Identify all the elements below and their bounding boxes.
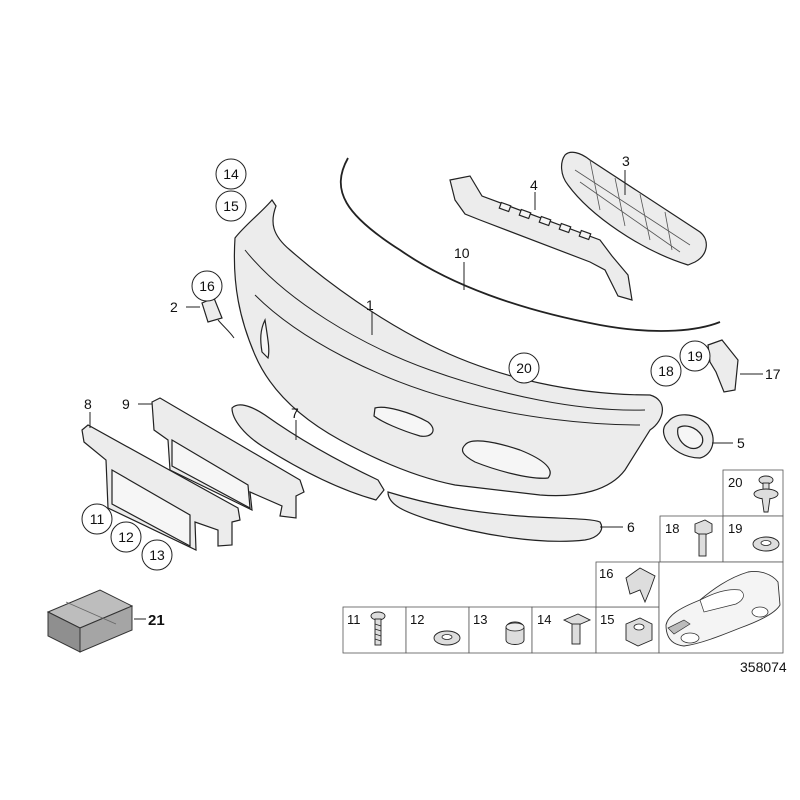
callout-3: 3 — [622, 153, 630, 169]
callout-11: 11 — [90, 511, 105, 527]
callout-17: 17 — [765, 366, 781, 382]
callout-8: 8 — [84, 396, 92, 412]
grid-label-11: 11 — [347, 612, 361, 627]
part-3-grille — [561, 151, 707, 266]
callout-15: 15 — [223, 198, 239, 214]
callout-20: 20 — [516, 360, 532, 376]
hood-edge-line — [339, 157, 721, 332]
circled-callout-16: 16 — [191, 270, 223, 302]
washer-icon — [433, 630, 461, 646]
callout-9: 9 — [122, 396, 130, 412]
screw-icon — [370, 611, 386, 646]
part-9-plate-bracket — [151, 397, 305, 519]
bolt-icon — [694, 519, 713, 557]
cap-icon — [505, 621, 525, 645]
callout-18: 18 — [658, 363, 674, 379]
callout-16: 16 — [199, 278, 215, 294]
callout-10: 10 — [454, 245, 470, 261]
grid-label-12: 12 — [410, 612, 424, 627]
grid-label-13: 13 — [473, 612, 487, 627]
callout-4: 4 — [530, 177, 538, 193]
circled-callout-12: 12 — [110, 521, 142, 553]
callout-21: 21 — [148, 612, 165, 629]
circled-callout-18: 18 — [650, 355, 682, 387]
circled-callout-19: 19 — [679, 340, 711, 372]
part-5-fog-bezel — [662, 414, 714, 459]
callout-13: 13 — [149, 547, 165, 563]
callout-19: 19 — [687, 348, 703, 364]
grid-label-14: 14 — [537, 612, 551, 627]
callout-1: 1 — [366, 297, 374, 313]
grid-label-16: 16 — [599, 566, 613, 581]
circled-callout-15: 15 — [215, 190, 247, 222]
part-2-tow-cover — [201, 297, 235, 339]
grid-label-20: 20 — [728, 475, 742, 490]
diagram-number: 358074 — [740, 659, 787, 675]
circled-callout-11: 11 — [81, 503, 113, 535]
part-6-lower-strip — [387, 491, 603, 542]
circled-callout-20: 20 — [508, 352, 540, 384]
grid-label-19: 19 — [728, 521, 742, 536]
clip-holder-icon — [625, 567, 656, 604]
washer-icon-19 — [752, 536, 780, 552]
callout-12: 12 — [118, 529, 134, 545]
rivet-icon — [753, 475, 779, 513]
circled-callout-13: 13 — [141, 539, 173, 571]
callout-5: 5 — [737, 435, 745, 451]
callout-6: 6 — [627, 519, 635, 535]
part-8-plate-base — [81, 424, 241, 551]
clip-icon — [562, 613, 592, 645]
callout-2: 2 — [170, 299, 178, 315]
part-21-box — [46, 589, 134, 653]
grid-label-18: 18 — [665, 521, 679, 536]
nut-icon — [625, 617, 653, 647]
part-1-bumper — [233, 198, 663, 497]
car-icon — [665, 571, 781, 647]
callout-7: 7 — [291, 405, 299, 421]
part-17-bracket — [707, 339, 739, 393]
leader-lines — [89, 170, 763, 528]
callout-14: 14 — [223, 166, 239, 182]
part-4-bracket — [449, 175, 633, 301]
part-7-trim-strip — [231, 404, 385, 501]
circled-callout-14: 14 — [215, 158, 247, 190]
grid-label-15: 15 — [600, 612, 614, 627]
